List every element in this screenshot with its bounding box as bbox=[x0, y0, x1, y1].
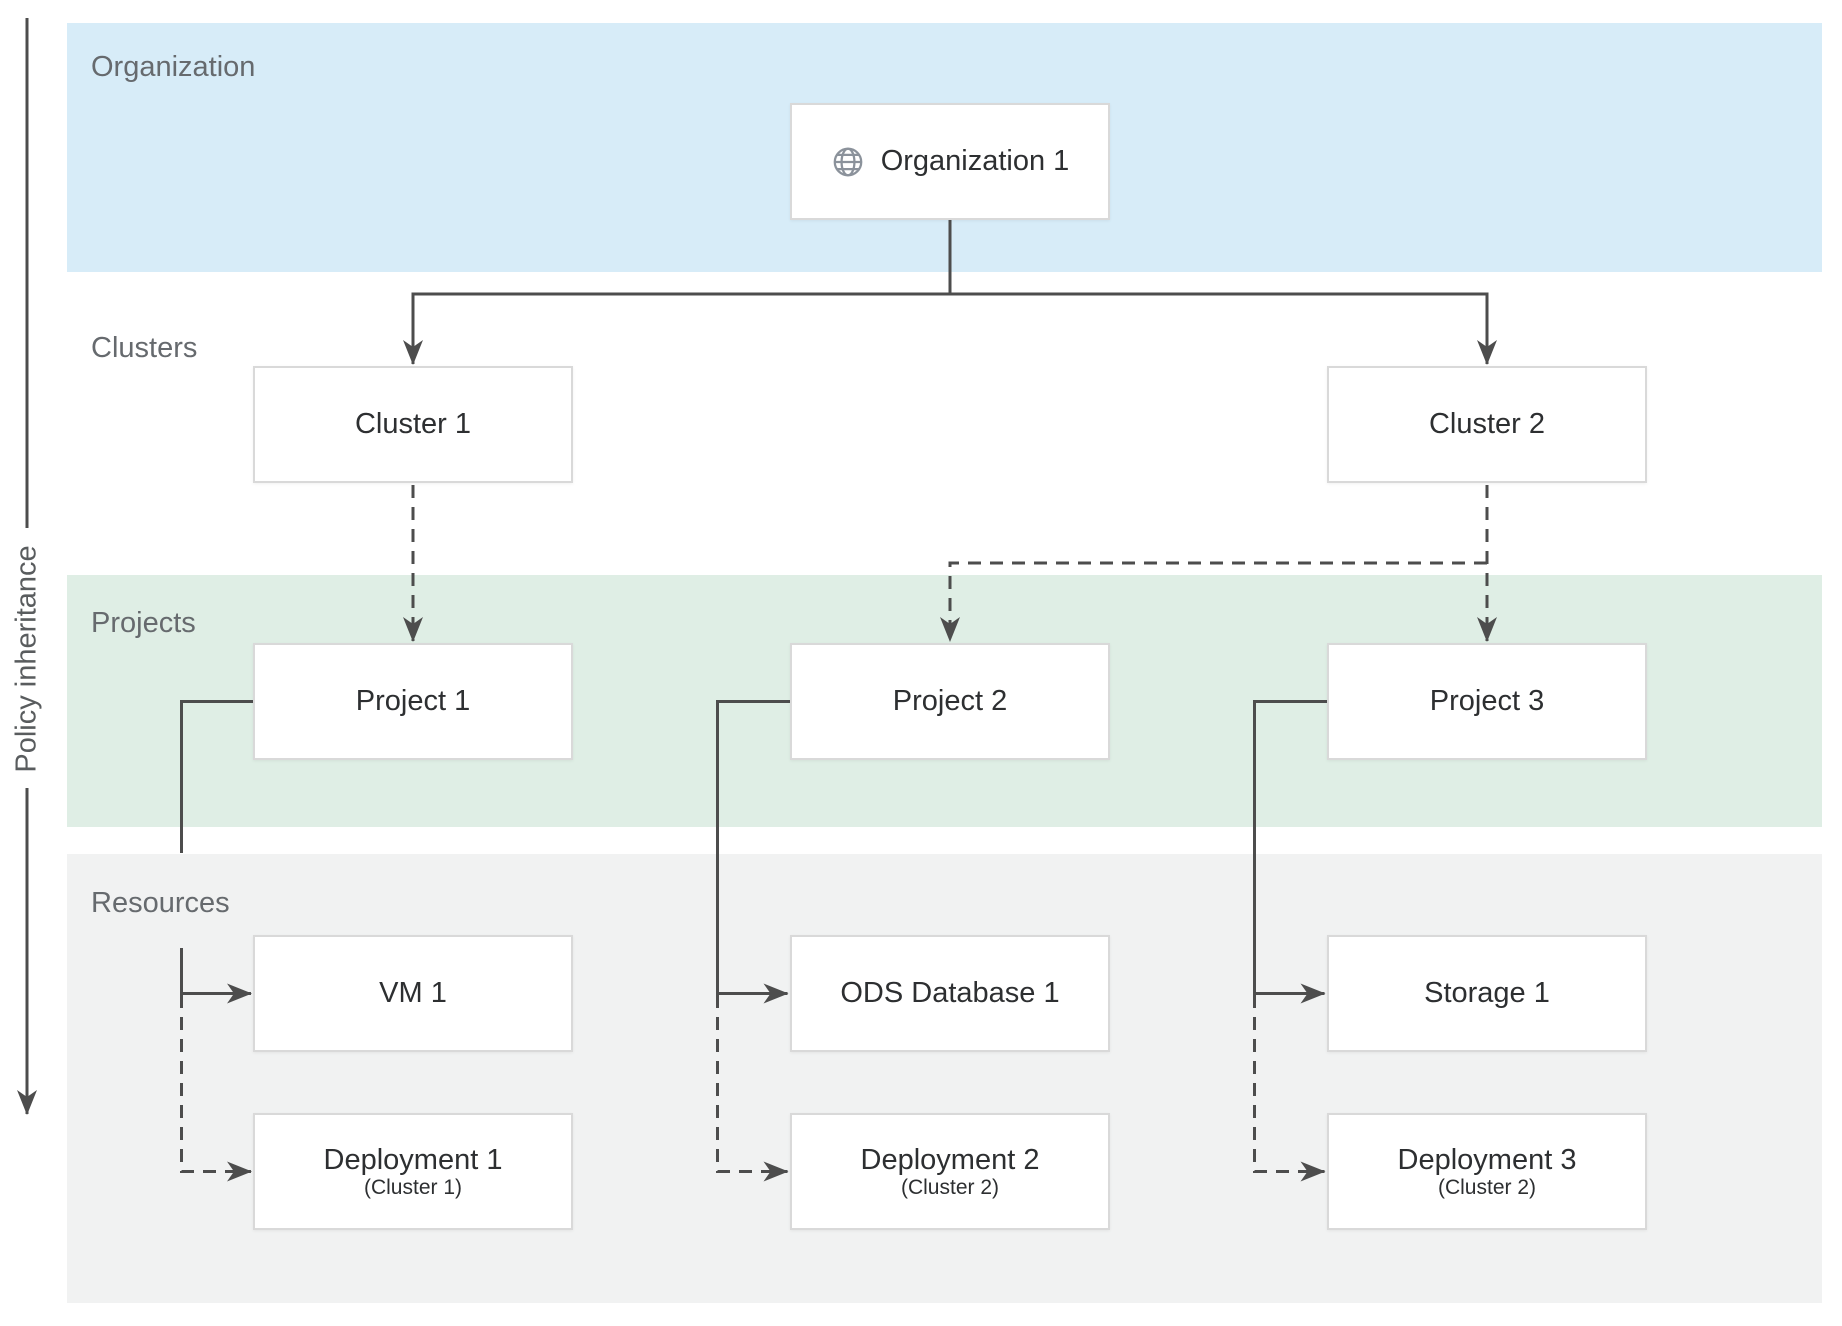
node-sublabel: (Cluster 2) bbox=[1437, 1175, 1537, 1199]
section-label-projects: Projects bbox=[91, 607, 196, 639]
node-deployment-2: Deployment 2 (Cluster 2) bbox=[790, 1113, 1110, 1230]
section-label-resources: Resources bbox=[91, 887, 230, 919]
node-ods-database-1: ODS Database 1 bbox=[790, 935, 1110, 1052]
node-sublabel: (Cluster 2) bbox=[900, 1175, 1000, 1199]
node-label: Deployment 3 bbox=[1397, 1143, 1577, 1176]
node-deployment-3: Deployment 3 (Cluster 2) bbox=[1327, 1113, 1647, 1230]
edge-project2-trunk bbox=[716, 700, 790, 995]
section-label-organization: Organization bbox=[91, 51, 256, 83]
node-label: Cluster 2 bbox=[1428, 408, 1546, 440]
node-label: Project 1 bbox=[355, 685, 471, 717]
node-label: Deployment 2 bbox=[860, 1143, 1040, 1176]
section-label-clusters: Clusters bbox=[91, 332, 198, 364]
node-project-2: Project 2 bbox=[790, 643, 1110, 760]
edge-project3-trunk bbox=[1253, 700, 1327, 995]
node-label: Deployment 1 bbox=[323, 1143, 503, 1176]
node-cluster-1: Cluster 1 bbox=[253, 366, 573, 483]
node-vm-1: VM 1 bbox=[253, 935, 573, 1052]
node-label: Project 3 bbox=[1429, 685, 1545, 717]
node-sublabel: (Cluster 1) bbox=[363, 1175, 463, 1199]
edge-project1-trunk-upper bbox=[180, 700, 253, 853]
node-label: VM 1 bbox=[379, 977, 447, 1009]
node-deployment-1: Deployment 1 (Cluster 1) bbox=[253, 1113, 573, 1230]
node-label: Organization 1 bbox=[880, 145, 1070, 177]
node-project-3: Project 3 bbox=[1327, 643, 1647, 760]
node-label: Storage 1 bbox=[1424, 977, 1550, 1009]
node-storage-1: Storage 1 bbox=[1327, 935, 1647, 1052]
node-label: Cluster 1 bbox=[354, 408, 472, 440]
node-label: ODS Database 1 bbox=[840, 977, 1060, 1009]
globe-icon bbox=[833, 147, 863, 176]
node-cluster-2: Cluster 2 bbox=[1327, 366, 1647, 483]
node-label: Project 2 bbox=[892, 685, 1008, 717]
node-organization-1: Organization 1 bbox=[790, 103, 1110, 220]
edge-cluster2-project2 bbox=[940, 561, 1487, 642]
edge-project2-deployment2 bbox=[716, 995, 789, 1182]
edge-project3-deployment3 bbox=[1253, 995, 1326, 1182]
node-project-1: Project 1 bbox=[253, 643, 573, 760]
edge-project1-deployment1 bbox=[180, 995, 252, 1182]
